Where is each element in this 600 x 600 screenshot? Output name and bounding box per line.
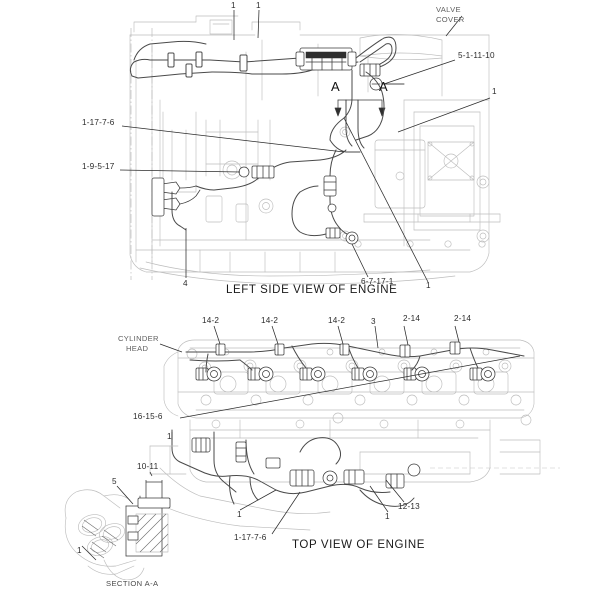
top-view-geometry — [149, 339, 560, 531]
injector-connector — [299, 366, 326, 382]
top-view-leaders — [159, 325, 521, 535]
left-side-view-geometry — [129, 15, 501, 285]
callout-2-14-a: 2-14 — [403, 314, 421, 323]
callout-14-2-c: 14-2 — [328, 316, 346, 325]
callout-cylinder-head-line1: CYLINDER — [118, 334, 159, 343]
callout-5: 5 — [112, 477, 117, 486]
callout-1-center: 1 — [385, 512, 390, 521]
callout-1-section: 1 — [77, 546, 82, 555]
callout-1-17-7-6-bottom: 1-17-7-6 — [234, 533, 267, 542]
callout-14-2-a: 14-2 — [202, 316, 220, 325]
callout-4: 4 — [183, 279, 188, 288]
section-marker-a-left: A — [331, 79, 340, 94]
callout-valve-cover-line1: VALVE — [436, 5, 461, 14]
injector-connector — [469, 366, 496, 382]
injector-connector — [195, 366, 222, 382]
callout-1-left-top: 1 — [167, 432, 172, 441]
injector-connector — [403, 366, 430, 382]
callout-3: 3 — [371, 317, 376, 326]
callout-6-7-17-1: 6-7-17-1 — [361, 277, 394, 286]
caption-section-aa: SECTION A-A — [106, 579, 159, 588]
left-side-leaders — [119, 9, 491, 283]
injector-connector — [351, 366, 378, 382]
callout-1-17-7-6: 1-17-7-6 — [82, 118, 115, 127]
callout-1-bottom: 1 — [426, 281, 431, 290]
callout-5-1-11-10: 5-1-11-10 — [458, 51, 495, 60]
caption-left-side-view: LEFT SIDE VIEW OF ENGINE — [226, 284, 398, 296]
callout-cylinder-head-line2: HEAD — [126, 344, 149, 353]
callout-12-13: 12-13 — [398, 502, 420, 511]
caption-top-view: TOP VIEW OF ENGINE — [292, 539, 426, 551]
injector-connector — [247, 366, 274, 382]
callout-1-9-5-17: 1-9-5-17 — [82, 162, 115, 171]
callout-valve-cover-line2: COVER — [436, 15, 465, 24]
section-aa-geometry — [64, 480, 171, 580]
callout-10-11: 10-11 — [137, 462, 159, 471]
callout-1-upper-left: 1 — [231, 1, 236, 10]
callout-1-upper-right: 1 — [256, 1, 261, 10]
callout-1-right: 1 — [492, 87, 497, 96]
section-leaders — [81, 471, 153, 561]
section-marker-a-right: A — [379, 79, 388, 94]
callout-1-left-bottom: 1 — [237, 510, 242, 519]
callout-14-2-b: 14-2 — [261, 316, 279, 325]
callout-16-15-6: 16-15-6 — [133, 412, 163, 421]
callout-2-14-b: 2-14 — [454, 314, 472, 323]
